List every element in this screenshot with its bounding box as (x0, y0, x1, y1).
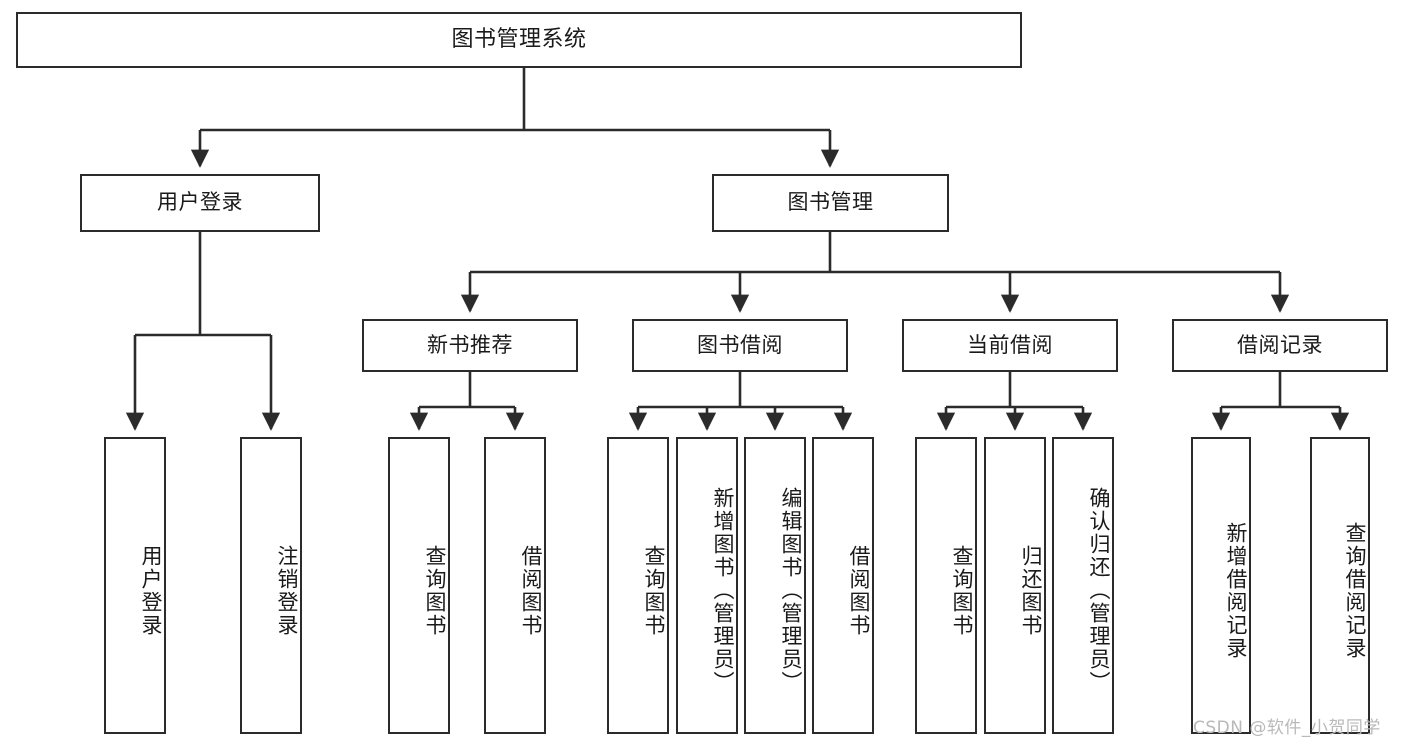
node-label: 编辑图书（管理员） (779, 487, 803, 694)
csdn-watermark: CSDN @软件_小贺同学 (1193, 718, 1381, 738)
node-label: 用户登录 (139, 544, 163, 637)
node-label: 借阅图书 (847, 544, 871, 637)
node-label: 当前借阅 (967, 332, 1053, 357)
root-node-book-management-system[interactable]: 图书管理系统 (16, 12, 1022, 68)
leaf-node-9[interactable]: 查询图书 (915, 437, 977, 734)
level2-node-1[interactable]: 用户登录 (80, 174, 320, 232)
node-label: 借阅图书 (519, 544, 543, 637)
leaf-node-4[interactable]: 借阅图书 (484, 437, 546, 734)
level3-node-1[interactable]: 新书推荐 (362, 319, 578, 372)
leaf-node-6[interactable]: 新增图书（管理员） (676, 437, 738, 734)
leaf-node-3[interactable]: 查询图书 (388, 437, 450, 734)
level3-node-4[interactable]: 借阅记录 (1172, 319, 1388, 372)
level3-node-2[interactable]: 图书借阅 (632, 319, 848, 372)
node-label: 图书管理 (787, 190, 874, 215)
node-label: 借阅记录 (1237, 332, 1323, 357)
leaf-node-11[interactable]: 确认归还（管理员） (1052, 437, 1114, 734)
node-label: 查询借阅记录 (1343, 521, 1367, 660)
node-label: 查询图书 (950, 544, 974, 637)
leaf-node-1[interactable]: 用户登录 (104, 437, 166, 734)
node-label: 用户登录 (157, 190, 243, 215)
leaf-node-5[interactable]: 查询图书 (607, 437, 669, 734)
leaf-node-7[interactable]: 编辑图书（管理员） (744, 437, 806, 734)
node-label: 新增图书（管理员） (711, 487, 735, 694)
leaf-node-2[interactable]: 注销登录 (240, 437, 302, 734)
leaf-node-13[interactable]: 查询借阅记录 (1310, 437, 1370, 734)
node-label: 新书推荐 (427, 332, 513, 357)
node-label: 确认归还（管理员） (1087, 487, 1111, 694)
node-label: 查询图书 (423, 544, 447, 637)
node-label: 注销登录 (275, 544, 299, 637)
node-label: 图书管理系统 (451, 26, 587, 52)
node-label: 归还图书 (1019, 544, 1043, 637)
level2-node-2[interactable]: 图书管理 (712, 174, 949, 232)
node-label: 查询图书 (642, 544, 666, 637)
leaf-node-8[interactable]: 借阅图书 (812, 437, 874, 734)
node-label: 新增借阅记录 (1224, 521, 1248, 660)
leaf-node-12[interactable]: 新增借阅记录 (1191, 437, 1251, 734)
node-label: 图书借阅 (697, 332, 783, 357)
level3-node-3[interactable]: 当前借阅 (902, 319, 1118, 372)
leaf-node-10[interactable]: 归还图书 (984, 437, 1046, 734)
